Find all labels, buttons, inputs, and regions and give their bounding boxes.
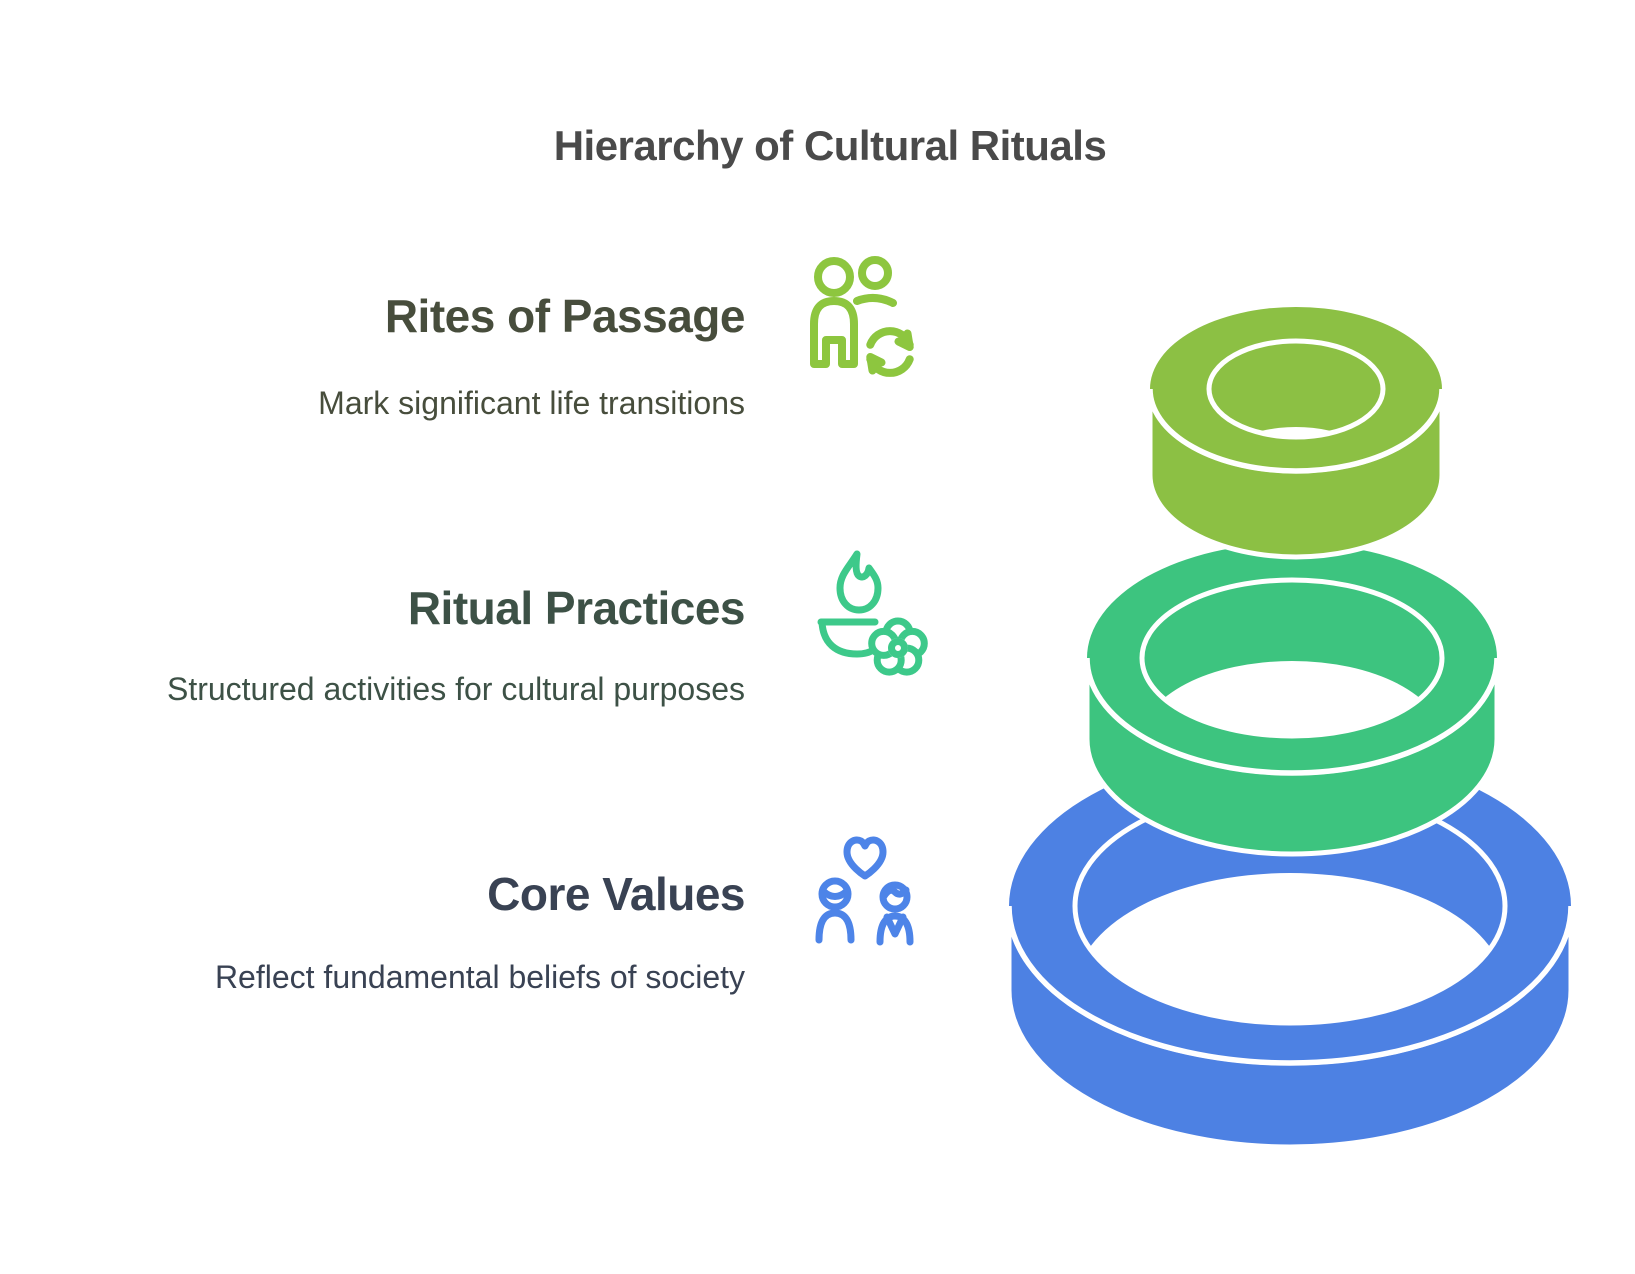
left-person-hair bbox=[819, 887, 851, 900]
right-person-collar bbox=[883, 913, 907, 938]
bowl-body bbox=[818, 618, 877, 658]
left-person-body bbox=[815, 909, 855, 944]
ring-edge-highlight bbox=[1147, 388, 1445, 474]
back-person-head bbox=[858, 256, 892, 290]
front-person-head bbox=[814, 257, 854, 297]
ring-ritual-practices bbox=[1084, 543, 1500, 857]
refresh-arrow-top-head bbox=[894, 329, 914, 351]
ring-rites-of-passage bbox=[1147, 306, 1445, 560]
right-person-hair bbox=[880, 886, 910, 900]
heart bbox=[843, 836, 887, 880]
level-1-description: Mark significant life transitions bbox=[318, 385, 745, 421]
flower-center bbox=[888, 638, 908, 658]
level-3-description: Reflect fundamental beliefs of society bbox=[214, 959, 745, 995]
back-person-shoulder bbox=[853, 294, 897, 307]
ring-hole-opening bbox=[1075, 873, 1505, 1023]
ring-hole-outline bbox=[1206, 338, 1386, 440]
ring-edge-highlight bbox=[1084, 657, 1500, 776]
level-1-heading: Rites of Passage bbox=[384, 290, 746, 342]
right-person-body bbox=[876, 912, 914, 946]
level-3-heading: Core Values bbox=[487, 868, 745, 920]
flame-offering-flower-icon bbox=[817, 550, 928, 676]
refresh-arrow-bottom-head bbox=[866, 353, 886, 375]
people-transition-icon bbox=[810, 256, 914, 377]
ring-edge-highlight bbox=[1006, 905, 1574, 1066]
ring-hole-outline bbox=[1139, 577, 1445, 739]
front-person-body bbox=[810, 297, 858, 368]
flame bbox=[836, 550, 882, 614]
ring-core-values bbox=[1006, 749, 1574, 1150]
ring-top-face bbox=[1150, 306, 1443, 472]
level-2-heading: Ritual Practices bbox=[407, 582, 746, 634]
level-2-description: Structured activities for cultural purpo… bbox=[166, 671, 745, 707]
flower bbox=[868, 617, 928, 676]
page-title: Hierarchy of Cultural Rituals bbox=[553, 122, 1107, 169]
heart-people-icon bbox=[815, 836, 914, 946]
ring-inner-wall bbox=[1209, 341, 1383, 437]
ring-hole-opening bbox=[1142, 661, 1442, 736]
